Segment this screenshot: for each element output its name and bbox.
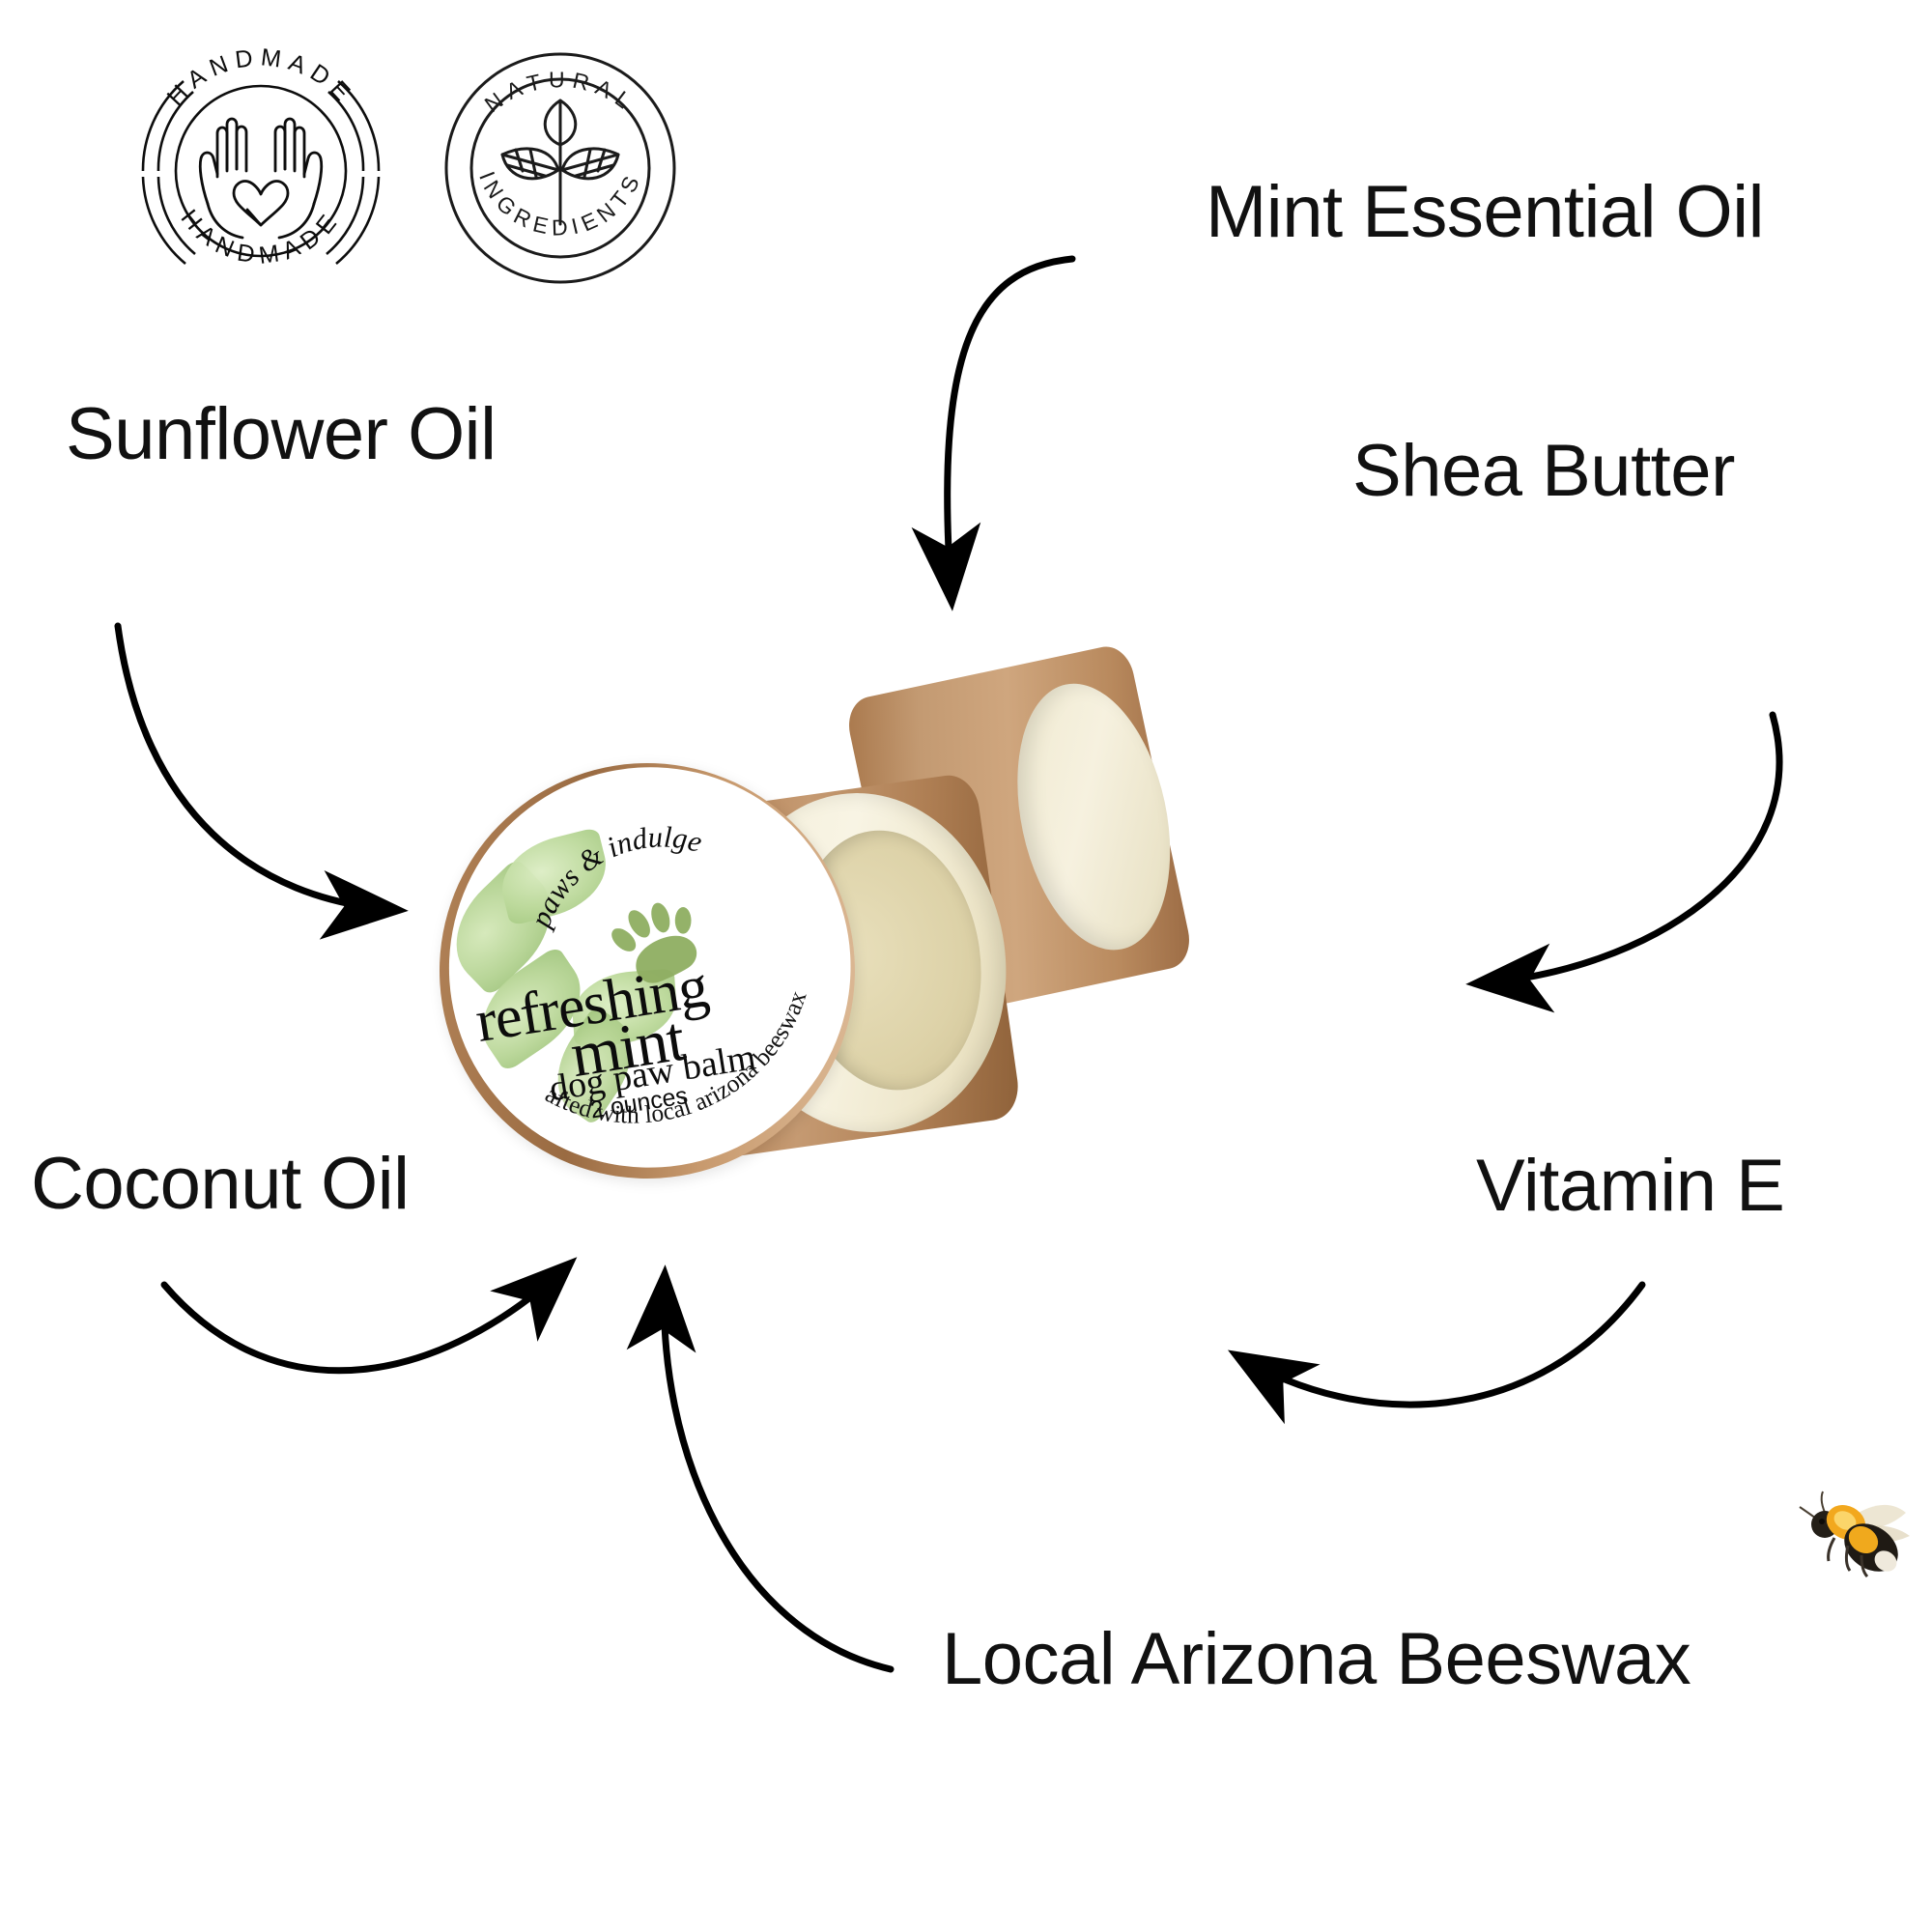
badge-handmade-bottom-text: HANDMADE (176, 205, 340, 270)
bumblebee-icon (1799, 1491, 1910, 1578)
paw-print-icon (611, 902, 697, 983)
callout-coconut-oil[interactable]: Coconut Oil (31, 1143, 410, 1225)
callout-sunflower-oil[interactable]: Sunflower Oil (66, 393, 497, 475)
label-tagline-text: crafted with local arizona beeswax (382, 709, 838, 1198)
callout-mint-essential-oil[interactable]: Mint Essential Oil (1206, 171, 1765, 253)
hands-holding-heart-icon (198, 117, 324, 240)
svg-text:HANDMADE: HANDMADE (176, 205, 347, 270)
callout-vitamin-e[interactable]: Vitamin E (1476, 1145, 1785, 1227)
svg-text:crafted with local arizona bee: crafted with local arizona beeswax (382, 709, 838, 1198)
label-face: paws & indulge crafted with local arizon… (382, 699, 919, 1236)
svg-text:HANDMADE: HANDMADE (162, 43, 360, 111)
product-photo: paws & indulge crafted with local arizon… (369, 641, 1463, 1275)
callout-local-arizona-beeswax[interactable]: Local Arizona Beeswax (942, 1618, 1691, 1700)
arrow-sunflower-oil (114, 622, 409, 940)
arrow-mint-essential-oil (911, 255, 1076, 611)
product-label: paws & indulge crafted with local arizon… (369, 693, 925, 1249)
arrow-local-arizona-beeswax (626, 1264, 895, 1673)
leaf-plant-icon (500, 99, 620, 226)
arrow-coconut-oil (160, 1257, 578, 1375)
arrow-shea-butter (1465, 711, 1783, 1013)
callout-shea-butter[interactable]: Shea Butter (1352, 430, 1735, 512)
badge-handmade-top-text: HANDMADE (162, 43, 354, 111)
badge-handmade: HANDMADE HANDMADE (126, 24, 396, 304)
badge-natural-ingredients: NATURAL INGREDIENTS (435, 41, 686, 292)
arrow-vitamin-e (1227, 1281, 1646, 1425)
